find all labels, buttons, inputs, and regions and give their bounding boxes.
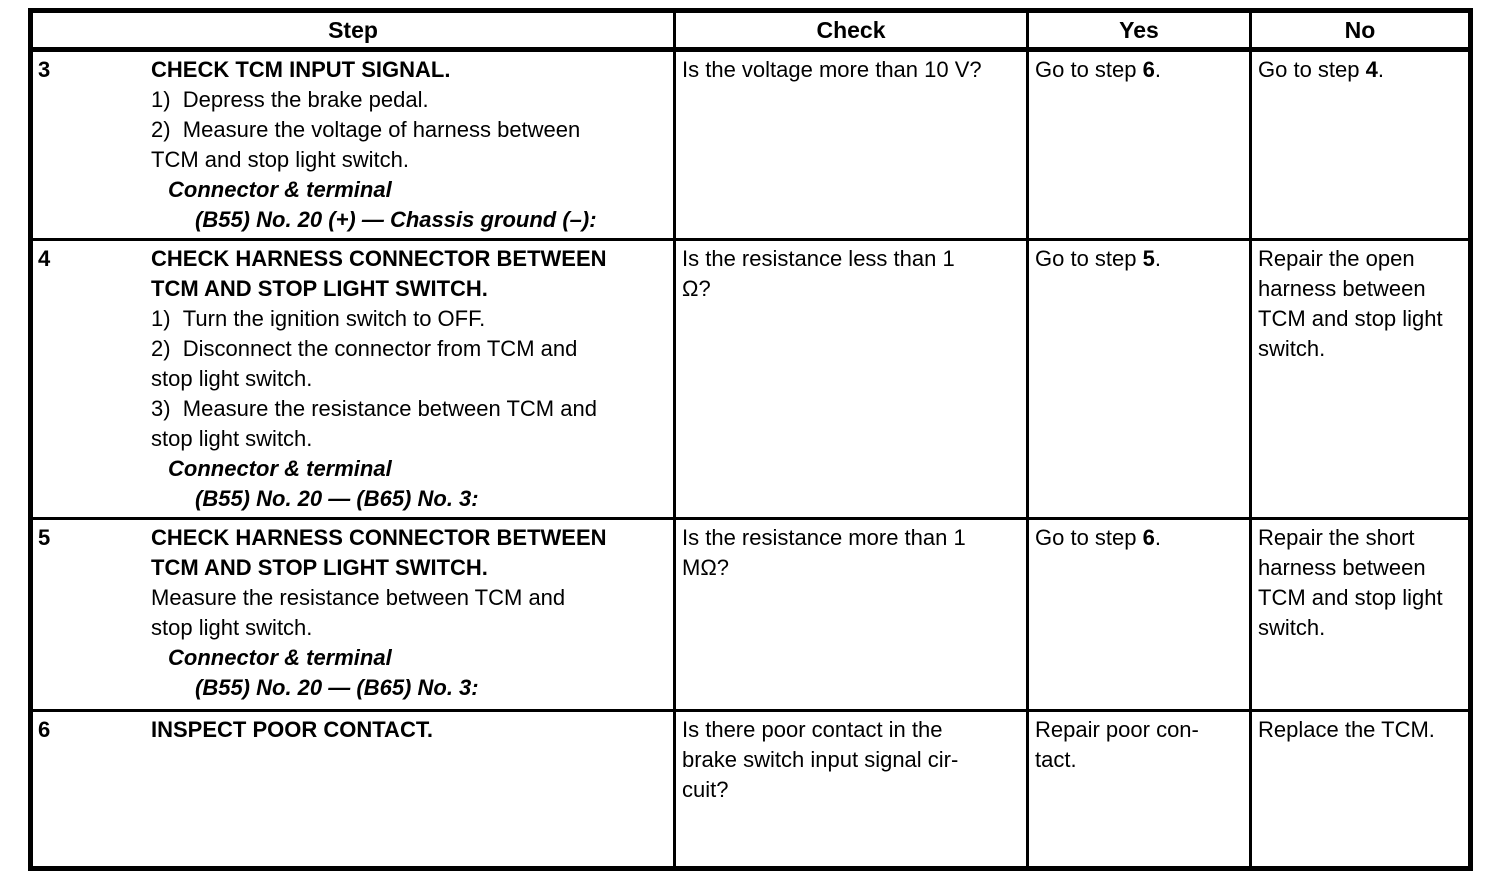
step-title: CHECK HARNESS CONNECTOR BETWEEN TCM AND … [151, 246, 607, 301]
yes-step-ref: 6 [1142, 525, 1155, 550]
yes-action: Repair poor con- tact. [1026, 709, 1252, 870]
no-action: Repair the short harness between TCM and… [1249, 517, 1472, 712]
step-procedure: 1) Depress the brake pedal. 2) Measure t… [151, 87, 581, 172]
check-question: Is the voltage more than 10 V? [673, 48, 1029, 241]
no-text: Repair the short harness between TCM and… [1258, 525, 1443, 640]
no-text: Repair the open harness between TCM and … [1258, 246, 1443, 361]
column-header-step: Step [29, 9, 676, 52]
no-action: Repair the open harness between TCM and … [1249, 238, 1472, 520]
check-question: Is the resistance more than 1 MΩ? [673, 517, 1029, 712]
column-header-yes: Yes [1026, 9, 1252, 52]
no-text: Go to step [1258, 57, 1366, 82]
table-row-step-5: 5 CHECK HARNESS CONNECTOR BETWEEN TCM AN… [29, 517, 1472, 712]
table-row-step-6: 6 INSPECT POOR CONTACT. Is there poor co… [29, 709, 1472, 870]
step-title: INSPECT POOR CONTACT. [151, 717, 433, 742]
step-cell: 6 INSPECT POOR CONTACT. [29, 709, 676, 870]
step-cell: 4 CHECK HARNESS CONNECTOR BETWEEN TCM AN… [29, 238, 676, 520]
yes-action: Go to step 5. [1026, 238, 1252, 520]
connector-terminal-label: Connector & terminal [168, 456, 392, 481]
table-row-step-4: 4 CHECK HARNESS CONNECTOR BETWEEN TCM AN… [29, 238, 1472, 520]
check-question: Is the resistance less than 1 Ω? [673, 238, 1029, 520]
connector-terminal-value: (B55) No. 20 (+) — Chassis ground (–): [195, 207, 597, 232]
step-number: 4 [38, 246, 51, 271]
yes-text: Go to step [1035, 57, 1143, 82]
yes-action: Go to step 6. [1026, 517, 1252, 712]
diagnostic-table-container: Step Check Yes No 3 CHECK TCM INPUT SIGN… [28, 8, 1473, 871]
yes-text: Go to step [1035, 246, 1143, 271]
column-header-check: Check [673, 9, 1029, 52]
no-action: Replace the TCM. [1249, 709, 1472, 870]
step-procedure: 1) Turn the ignition switch to OFF. 2) D… [151, 306, 597, 451]
connector-terminal-value: (B55) No. 20 — (B65) No. 3: [195, 486, 479, 511]
step-procedure: Measure the resistance between TCM and s… [151, 585, 566, 640]
header-row: Step Check Yes No [29, 9, 1472, 52]
step-number: 6 [38, 717, 51, 742]
no-text: Replace the TCM. [1258, 717, 1435, 742]
diagnostic-table: Step Check Yes No 3 CHECK TCM INPUT SIGN… [28, 8, 1473, 871]
yes-text: Go to step [1035, 525, 1143, 550]
yes-step-ref: 6 [1142, 57, 1155, 82]
yes-action: Go to step 6. [1026, 48, 1252, 241]
step-title: CHECK TCM INPUT SIGNAL. [151, 57, 451, 82]
table-row-step-3: 3 CHECK TCM INPUT SIGNAL. 1) Depress the… [29, 48, 1472, 241]
connector-terminal-label: Connector & terminal [168, 645, 392, 670]
step-cell: 3 CHECK TCM INPUT SIGNAL. 1) Depress the… [29, 48, 676, 241]
no-step-ref: 4 [1365, 57, 1378, 82]
connector-terminal-label: Connector & terminal [168, 177, 392, 202]
check-question: Is there poor contact in the brake switc… [673, 709, 1029, 870]
yes-text: Repair poor con- tact. [1035, 717, 1199, 772]
no-action: Go to step 4. [1249, 48, 1472, 241]
column-header-no: No [1249, 9, 1472, 52]
connector-terminal-value: (B55) No. 20 — (B65) No. 3: [195, 675, 479, 700]
step-number: 5 [38, 525, 51, 550]
yes-step-ref: 5 [1142, 246, 1155, 271]
step-title: CHECK HARNESS CONNECTOR BETWEEN TCM AND … [151, 525, 607, 580]
step-number: 3 [38, 57, 51, 82]
step-cell: 5 CHECK HARNESS CONNECTOR BETWEEN TCM AN… [29, 517, 676, 712]
